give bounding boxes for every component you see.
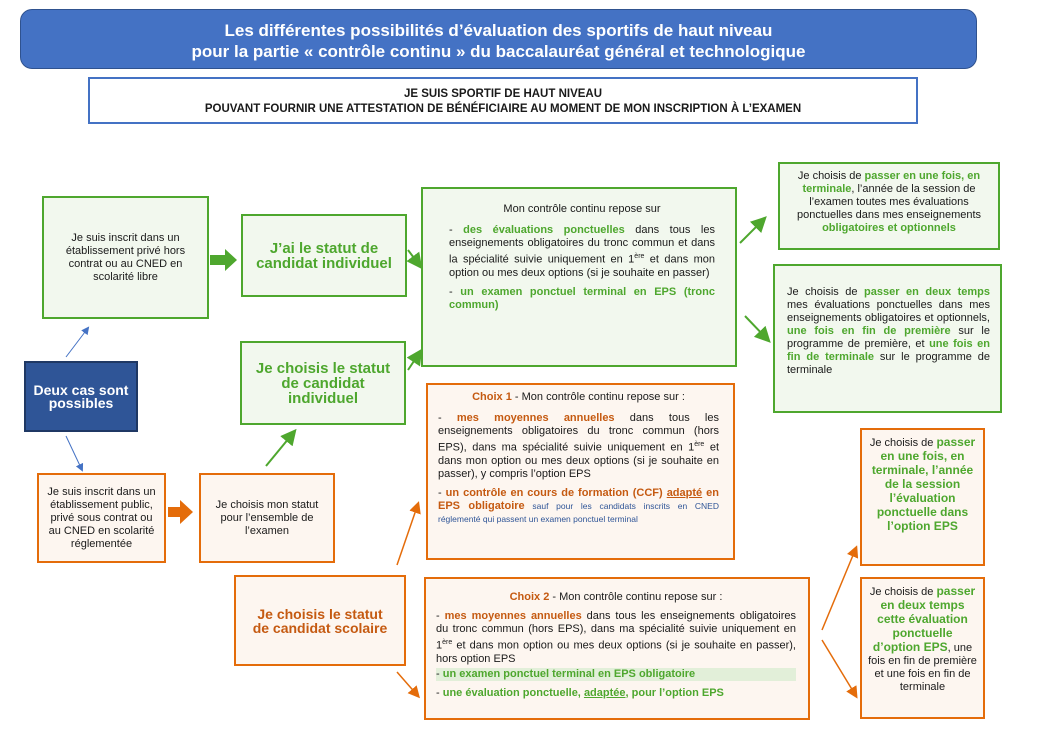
- choix2-item-1: - mes moyennes annuelles dans tous les e…: [436, 610, 796, 665]
- arrow-choix2-to-eps-deux-temps: [821, 639, 858, 699]
- statut-individuel-2-label: Je choisis le statut de candidat individ…: [255, 359, 391, 407]
- arrow-controle-to-deux-temps: [744, 315, 771, 343]
- public-label: Je suis inscrit dans un établissement pu…: [47, 485, 156, 550]
- eps-une-fois-box: Je choisis de passer en une fois, en ter…: [860, 428, 985, 566]
- choix1-item-1: - mes moyennes annuelles dans tous les e…: [438, 412, 720, 480]
- controle-item-1: - des évaluations ponctuelles dans tous …: [449, 224, 715, 279]
- choix2-item-2: - un examen ponctuel terminal en EPS obl…: [436, 667, 796, 681]
- prive-label: Je suis inscrit dans un établissement pr…: [65, 231, 186, 283]
- deux-cas-label: Deux cas sont possibles: [33, 381, 129, 411]
- choix1-box: Choix 1 - Mon contrôle continu repose su…: [426, 383, 735, 560]
- controle-item-2: - un examen ponctuel terminal en EPS (tr…: [449, 285, 715, 311]
- arrow-scolaire-to-choix1: [396, 501, 421, 566]
- page-title: Les différentes possibilités d’évaluatio…: [20, 9, 977, 69]
- statut-individuel-1-box: J’ai le statut de candidat individuel: [241, 214, 407, 297]
- subtitle-line-2: POUVANT FOURNIR UNE ATTESTATION DE BÉNÉF…: [204, 103, 802, 115]
- statut-individuel-1-label: J’ai le statut de candidat individuel: [256, 239, 392, 272]
- public-box: Je suis inscrit dans un établissement pu…: [37, 473, 166, 563]
- choix2-item-3: - une évaluation ponctuelle, adaptée, po…: [436, 686, 724, 699]
- arrow-deux-cas-to-public: [65, 435, 84, 472]
- eps-deux-temps-box: Je choisis de passer en deux temps cette…: [860, 577, 985, 719]
- arrow-public-to-choix: [168, 500, 193, 524]
- arrow-choix2-to-eps-une-fois: [821, 545, 859, 631]
- subtitle-line-1: JE SUIS SPORTIF DE HAUT NIVEAU: [403, 88, 603, 100]
- arrow-deux-cas-to-prive: [65, 326, 90, 358]
- choix1-intro: Choix 1 - Mon contrôle continu repose su…: [472, 391, 685, 403]
- statut-individuel-2-box: Je choisis le statut de candidat individ…: [240, 341, 406, 425]
- controle-individuel-box: Mon contrôle continu repose sur - des év…: [421, 187, 737, 367]
- arrow-statut2-to-controle: [406, 348, 423, 371]
- arrow-prive-to-statut: [210, 249, 237, 271]
- choix-statut-box: Je choisis mon statut pour l’ensemble de…: [199, 473, 335, 563]
- choix2-intro: Choix 2 - Mon contrôle continu repose su…: [509, 591, 723, 603]
- controle-intro: Mon contrôle continu repose sur: [503, 203, 661, 215]
- deux-temps-text: Je choisis de passer en deux temps mes é…: [787, 286, 991, 376]
- title-line-1: Les différentes possibilités d’évaluatio…: [224, 21, 773, 40]
- deux-temps-box: Je choisis de passer en deux temps mes é…: [773, 264, 1002, 413]
- arrow-statut1-to-controle: [406, 249, 423, 270]
- arrow-choix-to-statut2: [265, 428, 297, 467]
- deux-cas-box: Deux cas sont possibles: [24, 361, 138, 432]
- une-fois-text: Je choisis de passer en une fois, en ter…: [796, 170, 982, 234]
- eps-une-fois-text: Je choisis de passer en une fois, en ter…: [869, 435, 976, 533]
- choix1-item-2: - un contrôle en cours de formation (CCF…: [438, 486, 719, 524]
- subtitle-box: JE SUIS SPORTIF DE HAUT NIVEAU POUVANT F…: [88, 77, 918, 124]
- choix-statut-label: Je choisis mon statut pour l’ensemble de…: [215, 498, 319, 537]
- arrow-scolaire-to-choix2: [396, 671, 420, 699]
- prive-box: Je suis inscrit dans un établissement pr…: [42, 196, 209, 319]
- eps-deux-temps-text: Je choisis de passer en deux temps cette…: [868, 584, 977, 694]
- title-line-2: pour la partie « contrôle continu » du b…: [191, 42, 806, 61]
- choix2-box: Choix 2 - Mon contrôle continu repose su…: [424, 577, 810, 720]
- statut-scolaire-box: Je choisis le statut de candidat scolair…: [234, 575, 406, 666]
- statut-scolaire-label: Je choisis le statut de candidat scolair…: [252, 605, 388, 636]
- une-fois-box: Je choisis de passer en une fois, en ter…: [778, 162, 1000, 250]
- arrow-controle-to-une-fois: [739, 216, 767, 244]
